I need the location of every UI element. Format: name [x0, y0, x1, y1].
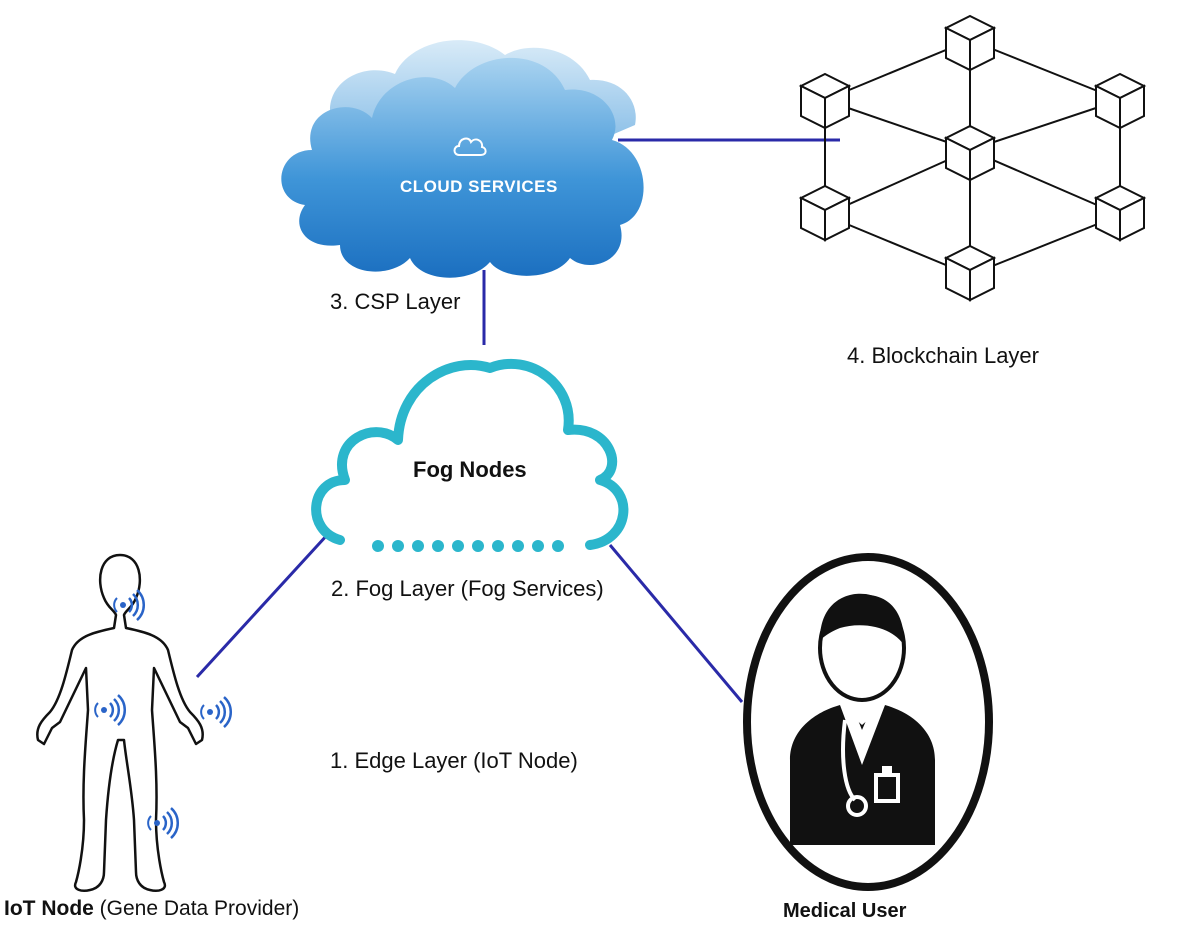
iot-node-label: IoT Node (Gene Data Provider) [4, 897, 299, 921]
connection-lines [195, 138, 840, 703]
link-fog-medical [608, 544, 744, 703]
fog-dotted-base [372, 540, 564, 552]
link-fog-iot [195, 532, 330, 679]
block-node [945, 125, 995, 181]
csp-layer-label: 3. CSP Layer [330, 289, 461, 314]
block-node [800, 185, 850, 241]
blockchain-layer-label: 4. Blockchain Layer [847, 343, 1039, 368]
leg-sensor-icon [146, 806, 180, 840]
wireless-sensor-icons [93, 588, 233, 840]
cloud-services-label: CLOUD SERVICES [400, 177, 558, 196]
block-node [1095, 73, 1145, 129]
iot-node-label-desc: (Gene Data Provider) [93, 897, 300, 920]
medical-user-label: Medical User [783, 900, 907, 922]
block-node [945, 15, 995, 71]
block-node [1095, 185, 1145, 241]
neck-sensor-icon [112, 588, 146, 622]
human-body-icon [36, 553, 204, 892]
block-node [800, 73, 850, 129]
wrist-sensor-icon [199, 695, 233, 729]
fog-layer-label: 2. Fog Layer (Fog Services) [331, 576, 604, 601]
fog-nodes-label: Fog Nodes [413, 457, 527, 482]
blockchain-network [800, 15, 1145, 301]
medical-user-icon [743, 553, 993, 891]
block-node [945, 245, 995, 301]
abdomen-sensor-icon [93, 693, 127, 727]
edge-layer-label: 1. Edge Layer (IoT Node) [330, 748, 578, 773]
cloud-icon [453, 137, 487, 156]
fog-nodes-cloud [311, 358, 629, 552]
iot-node-label-bold: IoT Node [4, 897, 94, 920]
cloud-services-cloud [281, 40, 644, 278]
